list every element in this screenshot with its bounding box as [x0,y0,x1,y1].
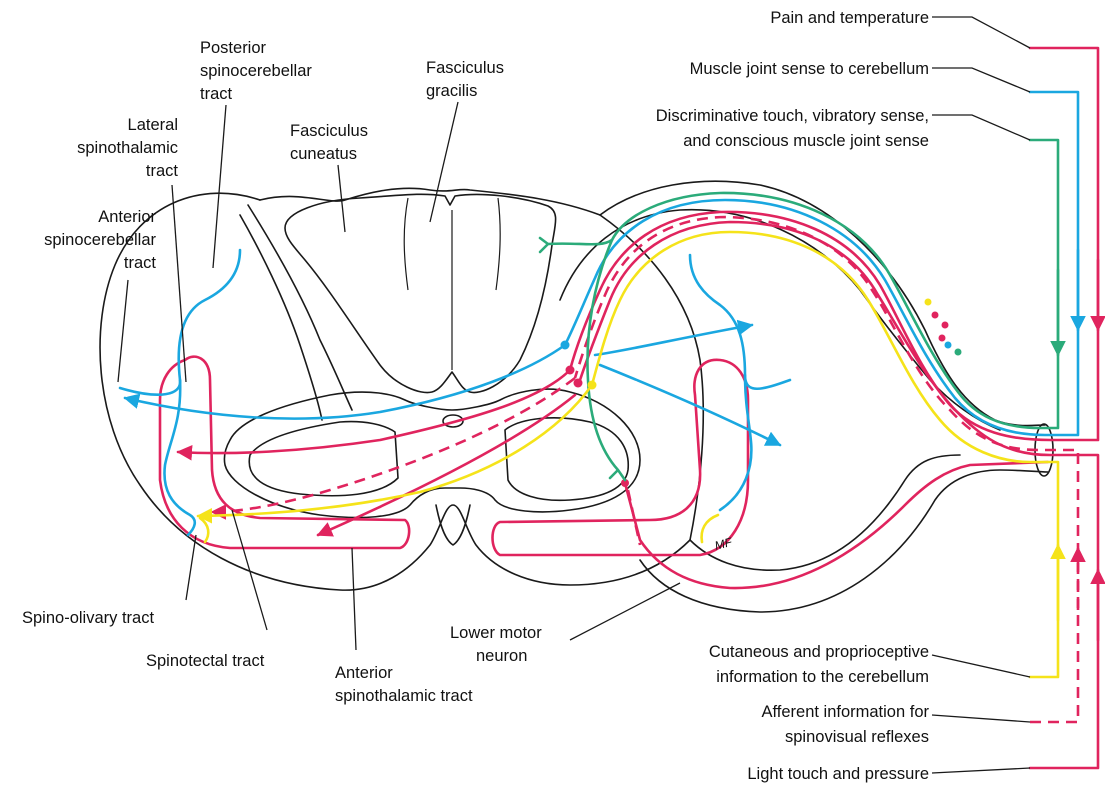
ganglion-cell-red-3 [939,335,946,342]
discriminative-route [548,140,1058,428]
leader-anterior-spinocerebellar [118,280,128,382]
right-posterior-contour [690,255,790,389]
label-spino-olivary: Spino-olivary tract [22,609,154,627]
label-lower-motor-neuron-2: neuron [476,647,527,665]
label-lower-motor-neuron-1: Lower motor [450,624,542,642]
leader-lower-motor-neuron [570,583,680,640]
label-fasciculus-cuneatus-1: Fasciculus [290,122,368,140]
leader-muscle-joint [932,68,1030,92]
spinovisual-pathway [212,217,1078,722]
ganglion-cell-red-1 [932,312,939,319]
label-cutaneous-line2: information to the cerebellum [716,668,929,686]
label-posterior-spinocerebellar-2: spinocerebellar [200,62,312,80]
label-anterior-spinothalamic-1: Anterior [335,664,393,682]
leader-cutaneous [932,655,1030,677]
leader-posterior-spinocerebellar [213,105,226,268]
label-spinovisual-line2: spinovisual reflexes [785,728,929,746]
right-spinothalamic-loop [493,360,749,555]
label-spinotectal: Spinotectal tract [146,652,265,670]
leader-spino-olivary [186,535,196,600]
label-fasciculus-cuneatus-2: cuneatus [290,145,357,163]
ventral-root-inner [690,455,960,570]
left-dorsal-root-line [248,205,352,410]
leader-anterior-spinothalamic [352,548,356,650]
discriminative-touch-pathway [540,140,1058,480]
cutaneous-synapse [588,381,597,390]
pain-temp-synapse [566,366,575,375]
leader-light-touch [932,768,1030,773]
label-spinovisual-line1: Afferent information for [761,703,929,721]
light-touch-synapse [574,379,583,388]
ganglion-cell-red-2 [942,322,949,329]
label-lateral-spinothalamic-3: tract [146,162,179,180]
pain-temp-crossing [178,370,570,453]
tract-labels: Posterior spinocerebellar tract Fascicul… [22,39,734,705]
leader-fasciculus-gracilis [430,102,458,222]
leader-spinotectal [232,510,267,630]
lower-motor-neuron-fiber [625,462,1048,588]
gracilis-cuneatus-division-left [404,198,408,290]
gracilis-cuneatus-division-right [496,198,500,290]
leader-spinovisual [932,715,1030,722]
light-touch-route [580,222,1098,768]
dorsal-root-outer [600,181,1045,425]
spino-olivary-mark [200,518,208,542]
ventral-fissure [436,505,470,545]
dorsal-root-inner [560,210,1000,430]
label-lateral-spinothalamic-1: Lateral [128,116,178,134]
right-pathway-labels: Pain and temperature Muscle joint sense … [656,9,930,783]
label-pain-temperature: Pain and temperature [770,9,929,27]
label-anterior-spinocerebellar-2: spinocerebellar [44,231,156,249]
cord-outer-outline [100,193,690,590]
label-lateral-spinothalamic-2: spinothalamic [77,139,178,157]
label-posterior-spinocerebellar-3: tract [200,85,233,103]
ganglion-cell-yellow [925,299,932,306]
right-blue-arrow-up [595,325,752,355]
cord-dorsal-outline [260,188,600,215]
ganglion-cell-green [955,349,962,356]
label-discriminative-line1: Discriminative touch, vibratory sense, [656,107,929,125]
leader-discriminative [932,115,1030,140]
label-anterior-spinocerebellar-1: Anterior [98,208,156,226]
label-muscle-joint: Muscle joint sense to cerebellum [690,60,929,78]
label-cutaneous-line1: Cutaneous and proprioceptive [709,643,929,661]
cutaneous-route [592,232,1058,677]
label-anterior-spinocerebellar-3: tract [124,254,157,272]
leader-fasciculus-cuneatus [338,165,345,232]
ganglion-cell-blue [945,342,952,349]
label-fasciculus-gracilis-2: gracilis [426,82,477,100]
posterior-columns-outline [285,194,556,392]
label-discriminative-line2: and conscious muscle joint sense [683,132,929,150]
label-fasciculus-gracilis-1: Fasciculus [426,59,504,77]
grey-matter-inner-left [249,422,398,496]
muscle-joint-synapse [561,341,570,350]
label-light-touch: Light touch and pressure [747,765,929,783]
right-blue-arrow-down [600,365,780,445]
green-collateral-top [540,238,548,252]
leader-pain-temperature [932,17,1030,48]
label-posterior-spinocerebellar-1: Posterior [200,39,267,57]
label-anterior-spinothalamic-2: spinothalamic tract [335,687,473,705]
